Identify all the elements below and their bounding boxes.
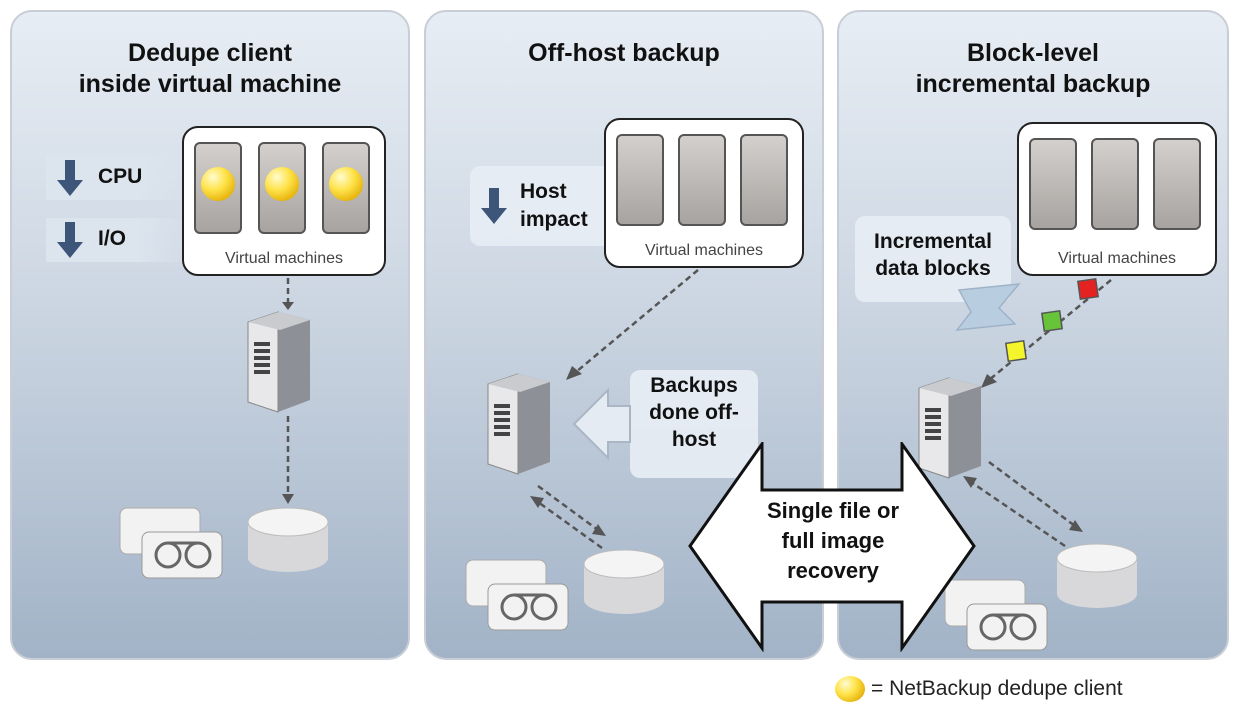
vm-slot xyxy=(194,142,242,234)
io-label: I/O xyxy=(98,227,127,250)
panel-block-level-incremental: Block-level incremental backup Virtual m… xyxy=(837,10,1229,660)
dedupe-client-icon xyxy=(329,167,363,201)
callout-text: host xyxy=(671,428,717,451)
panel-title: Dedupe client inside virtual machine xyxy=(12,38,408,100)
pointer-arrow-icon xyxy=(955,283,1021,331)
panel-title: Off-host backup xyxy=(426,38,822,69)
arrowhead xyxy=(566,366,582,380)
vm-slot xyxy=(1153,138,1201,230)
arrowhead xyxy=(282,302,294,310)
down-arrow-icon xyxy=(57,160,83,196)
vm-slot xyxy=(740,134,788,226)
connector-line xyxy=(575,269,699,373)
vm-label: Virtual machines xyxy=(645,242,763,259)
recovery-label: Single file or full image recovery xyxy=(758,496,908,586)
title-line: Off-host backup xyxy=(528,39,720,67)
server-icon xyxy=(247,311,310,413)
dedupe-client-icon xyxy=(265,167,299,201)
title-line: Dedupe client xyxy=(128,39,292,67)
callout-text: Incremental xyxy=(874,230,992,253)
arrowhead xyxy=(963,476,977,488)
cpu-metric: CPU xyxy=(46,156,196,200)
yellow-data-block xyxy=(1004,339,1028,363)
vm-slot xyxy=(1091,138,1139,230)
connector-line xyxy=(988,279,1112,381)
title-line: incremental backup xyxy=(915,70,1151,98)
arrowhead xyxy=(1069,520,1083,532)
green-data-block xyxy=(1040,309,1064,333)
red-data-block xyxy=(1076,277,1100,301)
panel3-graphics xyxy=(918,277,1138,651)
dedupe-client-icon xyxy=(201,167,235,201)
server-icon xyxy=(487,373,550,475)
callout-text: Backups xyxy=(650,374,738,397)
down-arrow-icon xyxy=(481,188,507,224)
vm-slot xyxy=(616,134,664,226)
legend-text: = NetBackup dedupe client xyxy=(871,677,1123,700)
recovery-text: Single file or xyxy=(766,498,900,523)
callout-text: done off- xyxy=(649,401,739,424)
vm-label: Virtual machines xyxy=(225,250,343,267)
dedupe-client-icon xyxy=(835,676,865,702)
panel-title: Block-level incremental backup xyxy=(839,38,1227,100)
title-line: inside virtual machine xyxy=(78,70,342,98)
connector-line xyxy=(988,460,1076,528)
arrowhead xyxy=(282,494,294,504)
vm-slot xyxy=(678,134,726,226)
legend: = NetBackup dedupe client xyxy=(835,676,1123,704)
arrowhead xyxy=(981,374,997,388)
tape-icon xyxy=(944,579,1048,651)
panel2-graphics xyxy=(465,269,699,631)
backups-off-host-callout: Backups done off- host xyxy=(630,370,758,478)
title-line: Block-level xyxy=(966,39,1099,67)
hollow-arrow-icon xyxy=(572,387,631,461)
tape-icon xyxy=(465,559,569,631)
virtual-machines-box: Virtual machines xyxy=(604,118,804,268)
virtual-machines-box: Virtual machines xyxy=(182,126,386,276)
vm-slot xyxy=(322,142,370,234)
virtual-machines-box: Virtual machines xyxy=(1017,122,1217,276)
callout-text: data blocks xyxy=(875,257,991,280)
connector-line xyxy=(537,500,603,550)
panel-dedupe-client: Dedupe client inside virtual machine CPU… xyxy=(10,10,410,660)
incremental-blocks-callout: Incremental data blocks xyxy=(855,216,1011,302)
cpu-label: CPU xyxy=(98,165,143,188)
vm-slot xyxy=(258,142,306,234)
connector-line xyxy=(970,480,1066,548)
vm-slot xyxy=(1029,138,1077,230)
vm-label: Virtual machines xyxy=(1058,250,1176,267)
panel1-graphics xyxy=(119,278,329,579)
disk-icon xyxy=(1056,543,1138,608)
disk-icon xyxy=(583,549,665,614)
io-metric: I/O xyxy=(46,218,196,262)
tape-icon xyxy=(119,507,223,579)
server-icon xyxy=(918,377,981,479)
recovery-text: recovery xyxy=(787,558,879,583)
impact-text: Host xyxy=(520,180,567,203)
connector-line xyxy=(537,484,599,532)
host-impact-callout: Host impact xyxy=(470,166,620,246)
arrowhead xyxy=(592,524,606,536)
impact-text: impact xyxy=(520,208,588,231)
recovery-double-arrow-icon xyxy=(688,442,976,652)
disk-icon xyxy=(247,507,329,572)
arrowhead xyxy=(530,496,544,508)
down-arrow-icon xyxy=(57,222,83,258)
recovery-text: full image xyxy=(781,528,885,553)
